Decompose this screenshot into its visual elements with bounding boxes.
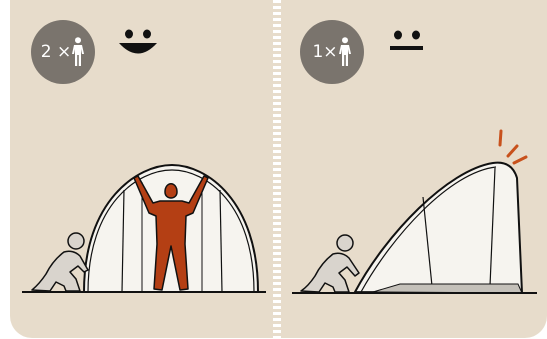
- alert-spark-icon: [500, 131, 526, 163]
- crouching-person: [301, 235, 359, 292]
- happy-face-icon: [119, 30, 157, 54]
- neutral-face-icon: [390, 31, 423, 51]
- crouching-person: [32, 233, 88, 291]
- tent-collapsed: [355, 163, 522, 293]
